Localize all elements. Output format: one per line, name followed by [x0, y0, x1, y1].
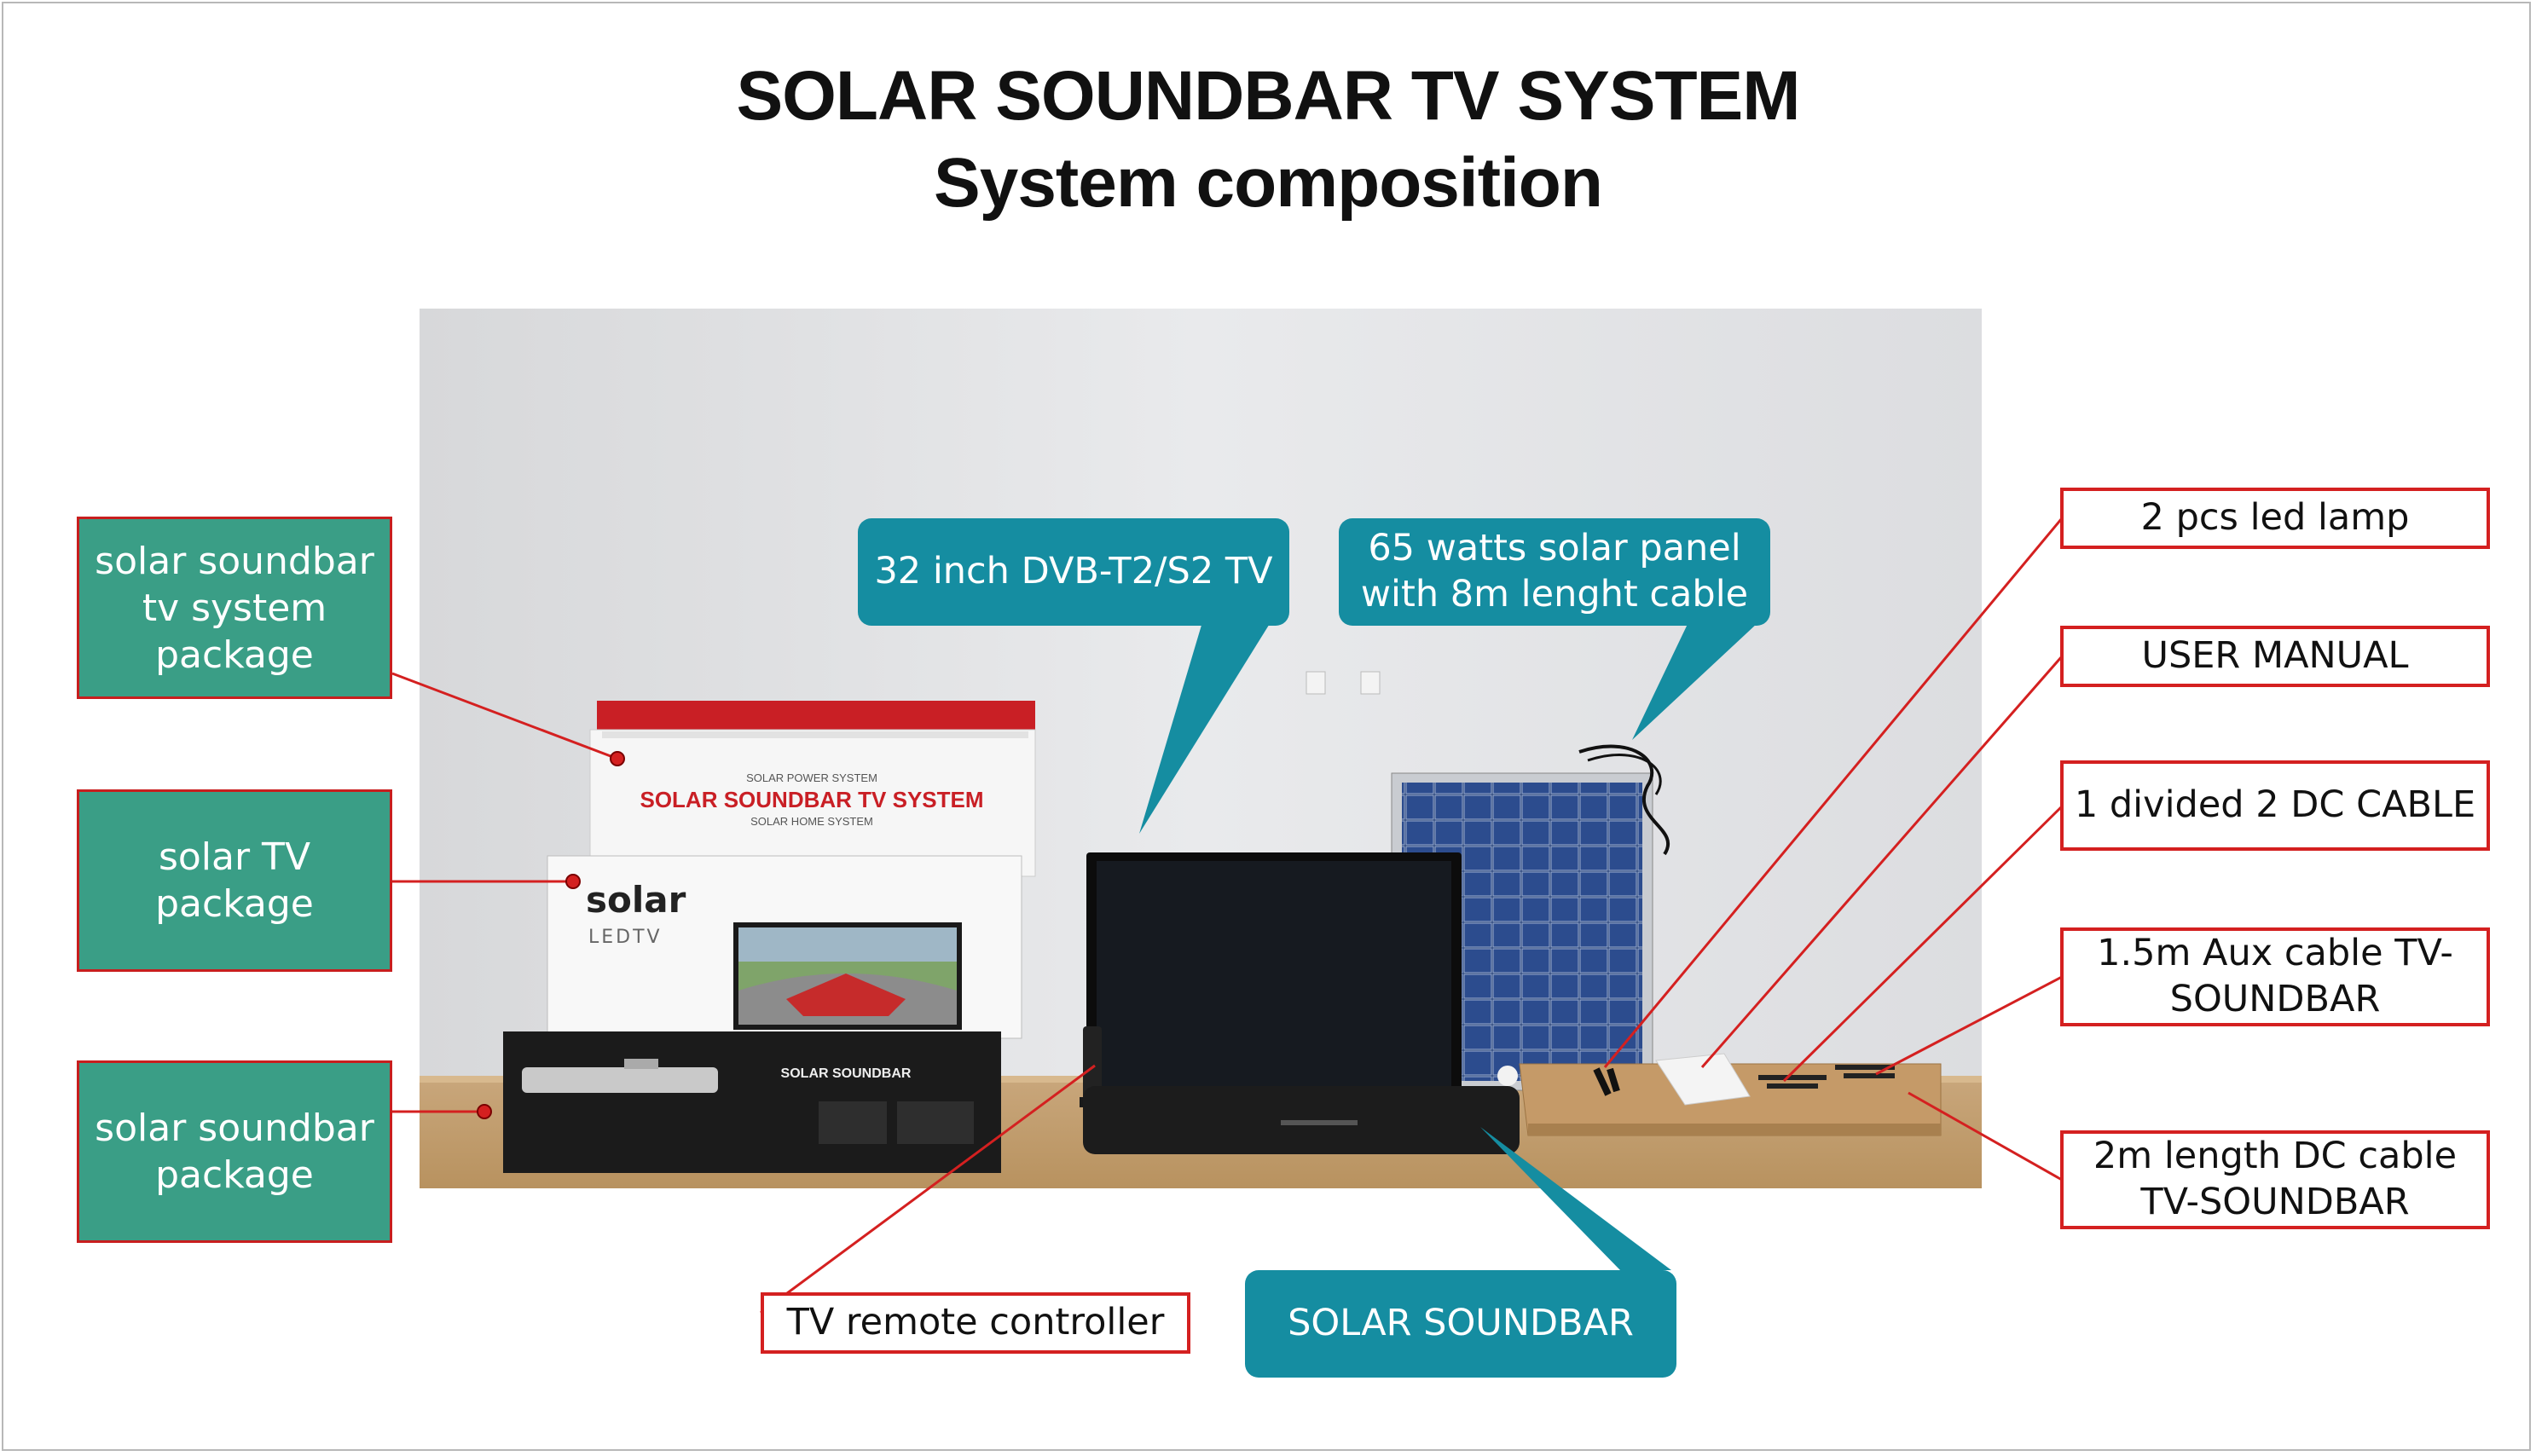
label-tv-package: solar TV package — [77, 789, 392, 972]
label-led-lamp: 2 pcs led lamp — [2060, 488, 2490, 549]
label-system-package: solar soundbar tv system package — [77, 517, 392, 699]
label-dc-cable: 2m length DC cable TV-SOUNDBAR — [2060, 1130, 2490, 1229]
socket-plate — [1306, 671, 1326, 695]
socket-plate — [1360, 671, 1381, 695]
leader-line — [391, 672, 618, 760]
leader-line — [1875, 975, 2063, 1076]
accessory-tray — [1497, 1053, 1942, 1136]
label-remote-controller: TV remote controller — [761, 1292, 1190, 1354]
callout-soundbar: SOLAR SOUNDBAR — [1245, 1270, 1676, 1378]
soundbar-callout-tail — [1480, 1127, 1671, 1270]
tv-callout-tail — [1139, 622, 1271, 834]
page-title: SOLAR SOUNDBAR TV SYSTEM — [736, 57, 1800, 135]
leader-line — [1700, 656, 2064, 1068]
page-subtitle: System composition — [934, 144, 1603, 222]
tv-remote — [1083, 1026, 1102, 1100]
tv-package-box: solar LEDTV — [547, 855, 1022, 1039]
label-soundbar-package: solar soundbar package — [77, 1060, 392, 1243]
box-title: SOLAR SOUNDBAR TV SYSTEM — [640, 787, 983, 812]
leader-line — [1782, 805, 2064, 1083]
tv-box-brand: solar — [586, 879, 686, 921]
leader-line — [1603, 517, 2064, 1068]
soundbar — [1083, 1086, 1520, 1154]
panel-callout-tail — [1632, 622, 1758, 740]
label-divided-dc-cable: 1 divided 2 DC CABLE — [2060, 760, 2490, 851]
soundbar-box-label: SOLAR SOUNDBAR — [781, 1066, 912, 1081]
box-subline: SOLAR HOME SYSTEM — [750, 815, 873, 828]
callout-solar-panel: 65 watts solar panel with 8m lenght cabl… — [1339, 518, 1770, 626]
tv-box-sub: LEDTV — [588, 927, 663, 948]
television — [1080, 852, 1472, 1107]
soundbar-package-box: SOLAR SOUNDBAR — [503, 1031, 1001, 1173]
label-user-manual: USER MANUAL — [2060, 626, 2490, 687]
label-aux-cable: 1.5m Aux cable TV-SOUNDBAR — [2060, 927, 2490, 1026]
leader-line — [1908, 1091, 2063, 1182]
box-brand-line: SOLAR POWER SYSTEM — [746, 771, 877, 784]
system-package-box: SOLAR POWER SYSTEM SOLAR SOUNDBAR TV SYS… — [589, 701, 1036, 877]
callout-tv: 32 inch DVB-T2/S2 TV — [858, 518, 1289, 626]
leader-line — [760, 1064, 1096, 1314]
